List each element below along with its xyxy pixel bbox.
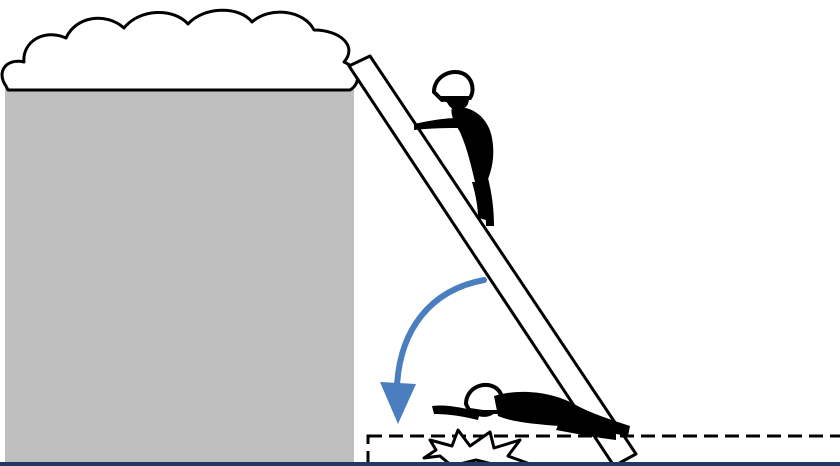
fall-arrow-icon <box>380 277 487 424</box>
cloud-icon <box>0 8 359 92</box>
fallen-worker-icon <box>432 382 630 440</box>
climbing-worker-icon <box>414 70 494 226</box>
wall-icon <box>5 86 354 466</box>
ground-line <box>0 462 840 466</box>
ladder-icon <box>347 54 638 466</box>
impact-burst-icon <box>422 428 532 466</box>
